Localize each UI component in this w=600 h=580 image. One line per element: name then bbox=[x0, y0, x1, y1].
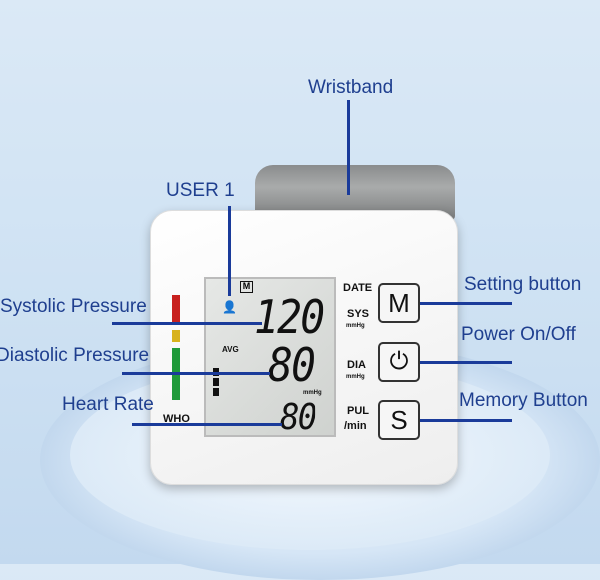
setting-callout-line bbox=[420, 302, 512, 305]
setting-label: Setting button bbox=[464, 274, 582, 295]
date-label: DATE bbox=[343, 282, 373, 294]
dia-label: DIA bbox=[347, 359, 366, 371]
user-callout-line bbox=[228, 206, 231, 296]
avg-label: AVG bbox=[222, 345, 239, 354]
lcd-screen bbox=[204, 277, 336, 437]
memory-indicator: M bbox=[240, 281, 253, 293]
systolic-value: 120 bbox=[254, 294, 324, 340]
mmhg-label: mmHg bbox=[303, 390, 322, 396]
pulse-value: 80 bbox=[280, 400, 316, 436]
sys-label: SYS bbox=[347, 308, 370, 320]
pul-unit: /min bbox=[344, 420, 367, 432]
power-callout-line bbox=[420, 361, 512, 364]
who-label: WHO bbox=[163, 413, 190, 425]
sys-unit: mmHg bbox=[346, 323, 365, 329]
user-icon: 👤 bbox=[222, 300, 237, 314]
power-label: Power On/Off bbox=[461, 324, 576, 345]
wristband-label: Wristband bbox=[308, 77, 394, 98]
heart-rate-label: Heart Rate bbox=[62, 394, 154, 415]
diastolic-value: 80 bbox=[268, 342, 315, 388]
who-bar-red bbox=[172, 295, 180, 322]
power-icon: ⏻ bbox=[389, 348, 409, 375]
memory-label: Memory Button bbox=[459, 390, 588, 411]
who-bar-yellow bbox=[172, 330, 180, 342]
diastolic-label: Diastolic Pressure bbox=[0, 345, 150, 366]
memory-callout-line bbox=[420, 419, 512, 422]
pul-label: PUL bbox=[347, 405, 369, 417]
systolic-callout-line bbox=[112, 322, 262, 325]
diastolic-callout-line bbox=[122, 372, 270, 375]
setting-button[interactable]: M bbox=[378, 283, 420, 323]
heart-rate-callout-line bbox=[132, 423, 282, 426]
level-indicator bbox=[213, 368, 219, 396]
wristband-callout-line bbox=[347, 100, 350, 195]
power-button[interactable]: ⏻ bbox=[378, 342, 420, 382]
systolic-label: Systolic Pressure bbox=[0, 296, 147, 317]
memory-button[interactable]: S bbox=[378, 400, 420, 440]
dia-unit: mmHg bbox=[346, 374, 365, 380]
user-label: USER 1 bbox=[166, 180, 235, 201]
